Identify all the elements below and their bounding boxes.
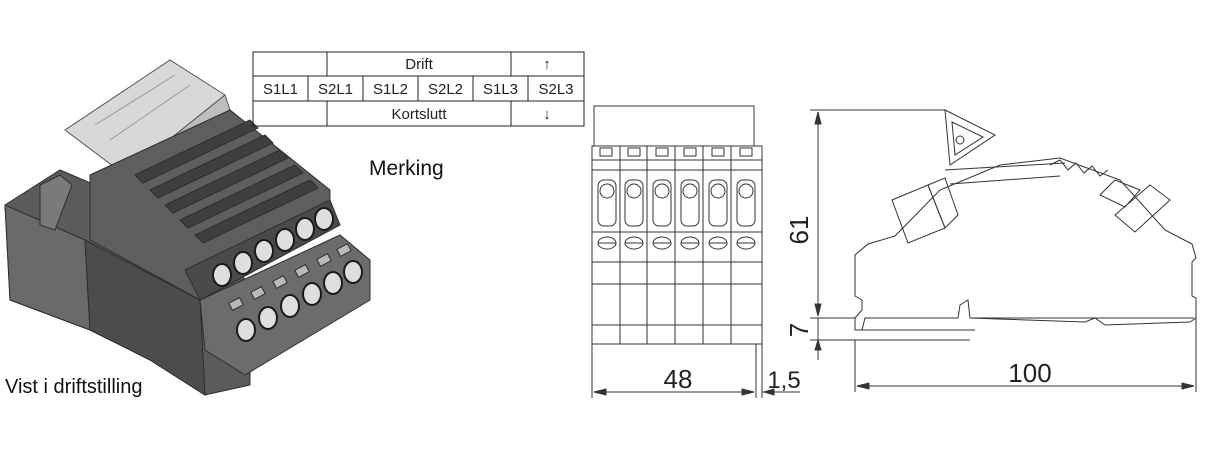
table-bottom-label: Kortslutt [391,106,447,123]
table-bottom-arrow: ↓ [543,106,551,123]
dim-length: 100 [1008,358,1051,388]
table-cell-s2l3: S2L3 [538,81,573,98]
dim-front-width: 48 [664,364,693,394]
side-view-drawing [854,109,1197,341]
table-top-arrow: ↑ [543,56,551,73]
dim-height: 61 [784,216,814,245]
side-dimension-lines [810,109,1197,392]
table-top-label: Drift [405,56,433,73]
marking-caption: Merking [369,157,444,180]
dim-rail: 7 [784,323,814,337]
table-cell-s1l3: S1L3 [483,81,518,98]
table-cell-s2l1: S2L1 [318,81,353,98]
view-caption: Vist i driftstilling [5,376,142,398]
front-view-drawing [591,105,763,345]
table-cell-s2l2: S2L2 [428,81,463,98]
marking-table [252,51,585,127]
table-cell-s1l2: S1L2 [373,81,408,98]
dim-gap: 1,5 [767,367,800,394]
front-dimension-lines [591,344,800,398]
terminal-block-3d-view [4,59,371,396]
table-cell-s1l1: S1L1 [263,81,298,98]
